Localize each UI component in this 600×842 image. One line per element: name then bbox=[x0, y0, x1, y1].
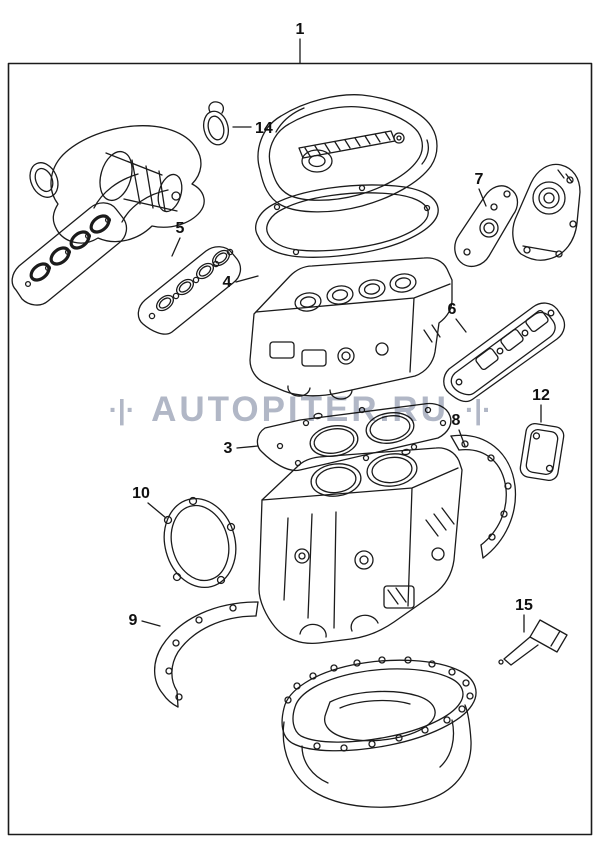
callout-1-label: 1 bbox=[296, 21, 305, 38]
watermark-right-mark: ·|· bbox=[464, 394, 492, 425]
watermark: ·|· AUTOPITER.RU ·|· bbox=[109, 390, 492, 430]
rear-seal-housing-illustration bbox=[450, 434, 517, 559]
camshaft-seal-illustration bbox=[203, 101, 229, 146]
watermark-left-mark: ·|· bbox=[108, 394, 136, 425]
water-pump-illustration bbox=[454, 163, 581, 267]
callout-5-label: 5 bbox=[176, 220, 185, 237]
valve-cover-gasket-illustration bbox=[255, 184, 439, 258]
callout-6: 6 bbox=[448, 301, 467, 333]
callout-4-label: 4 bbox=[223, 274, 232, 291]
callout-10-label: 10 bbox=[132, 485, 150, 502]
sealant-tube-illustration bbox=[498, 619, 568, 666]
intake-manifold-gasket-illustration bbox=[137, 246, 242, 335]
callout-15: 15 bbox=[515, 597, 533, 633]
figure-border bbox=[7, 62, 593, 836]
front-seal-housing-illustration bbox=[153, 601, 259, 708]
callout-9: 9 bbox=[129, 612, 161, 629]
callout-9-label: 9 bbox=[129, 612, 138, 629]
callout-15-label: 15 bbox=[515, 597, 533, 614]
exhaust-manifold-gasket-illustration bbox=[443, 302, 566, 403]
watermark-text: AUTOPITER.RU bbox=[151, 390, 449, 429]
intake-manifold-illustration bbox=[11, 125, 205, 306]
callout-14-label: 14 bbox=[255, 120, 273, 137]
callout-4: 4 bbox=[223, 274, 259, 291]
front-cover-gasket-illustration bbox=[163, 496, 237, 589]
callout-12-label: 12 bbox=[532, 387, 550, 404]
callout-10: 10 bbox=[132, 485, 167, 519]
cylinder-head-illustration bbox=[249, 257, 453, 400]
manifold-plenum-cylinder bbox=[99, 150, 183, 213]
cover-plate-illustration bbox=[519, 423, 565, 481]
oil-pan-illustration bbox=[281, 656, 477, 808]
engine-block-illustration bbox=[258, 447, 463, 645]
oil-cap-circle bbox=[301, 149, 333, 173]
valve-cover-illustration bbox=[257, 94, 438, 213]
callout-14: 14 bbox=[232, 120, 273, 137]
callout-7-label: 7 bbox=[475, 171, 484, 188]
callout-kit: 1 bbox=[296, 21, 305, 64]
callout-3: 3 bbox=[224, 440, 259, 457]
callout-6-label: 6 bbox=[448, 301, 457, 318]
callout-5: 5 bbox=[171, 220, 185, 257]
callout-8-label: 8 bbox=[452, 412, 461, 429]
callout-8: 8 bbox=[452, 412, 466, 447]
callout-12: 12 bbox=[532, 387, 550, 423]
callout-3-label: 3 bbox=[224, 440, 233, 457]
callout-7: 7 bbox=[475, 171, 487, 207]
